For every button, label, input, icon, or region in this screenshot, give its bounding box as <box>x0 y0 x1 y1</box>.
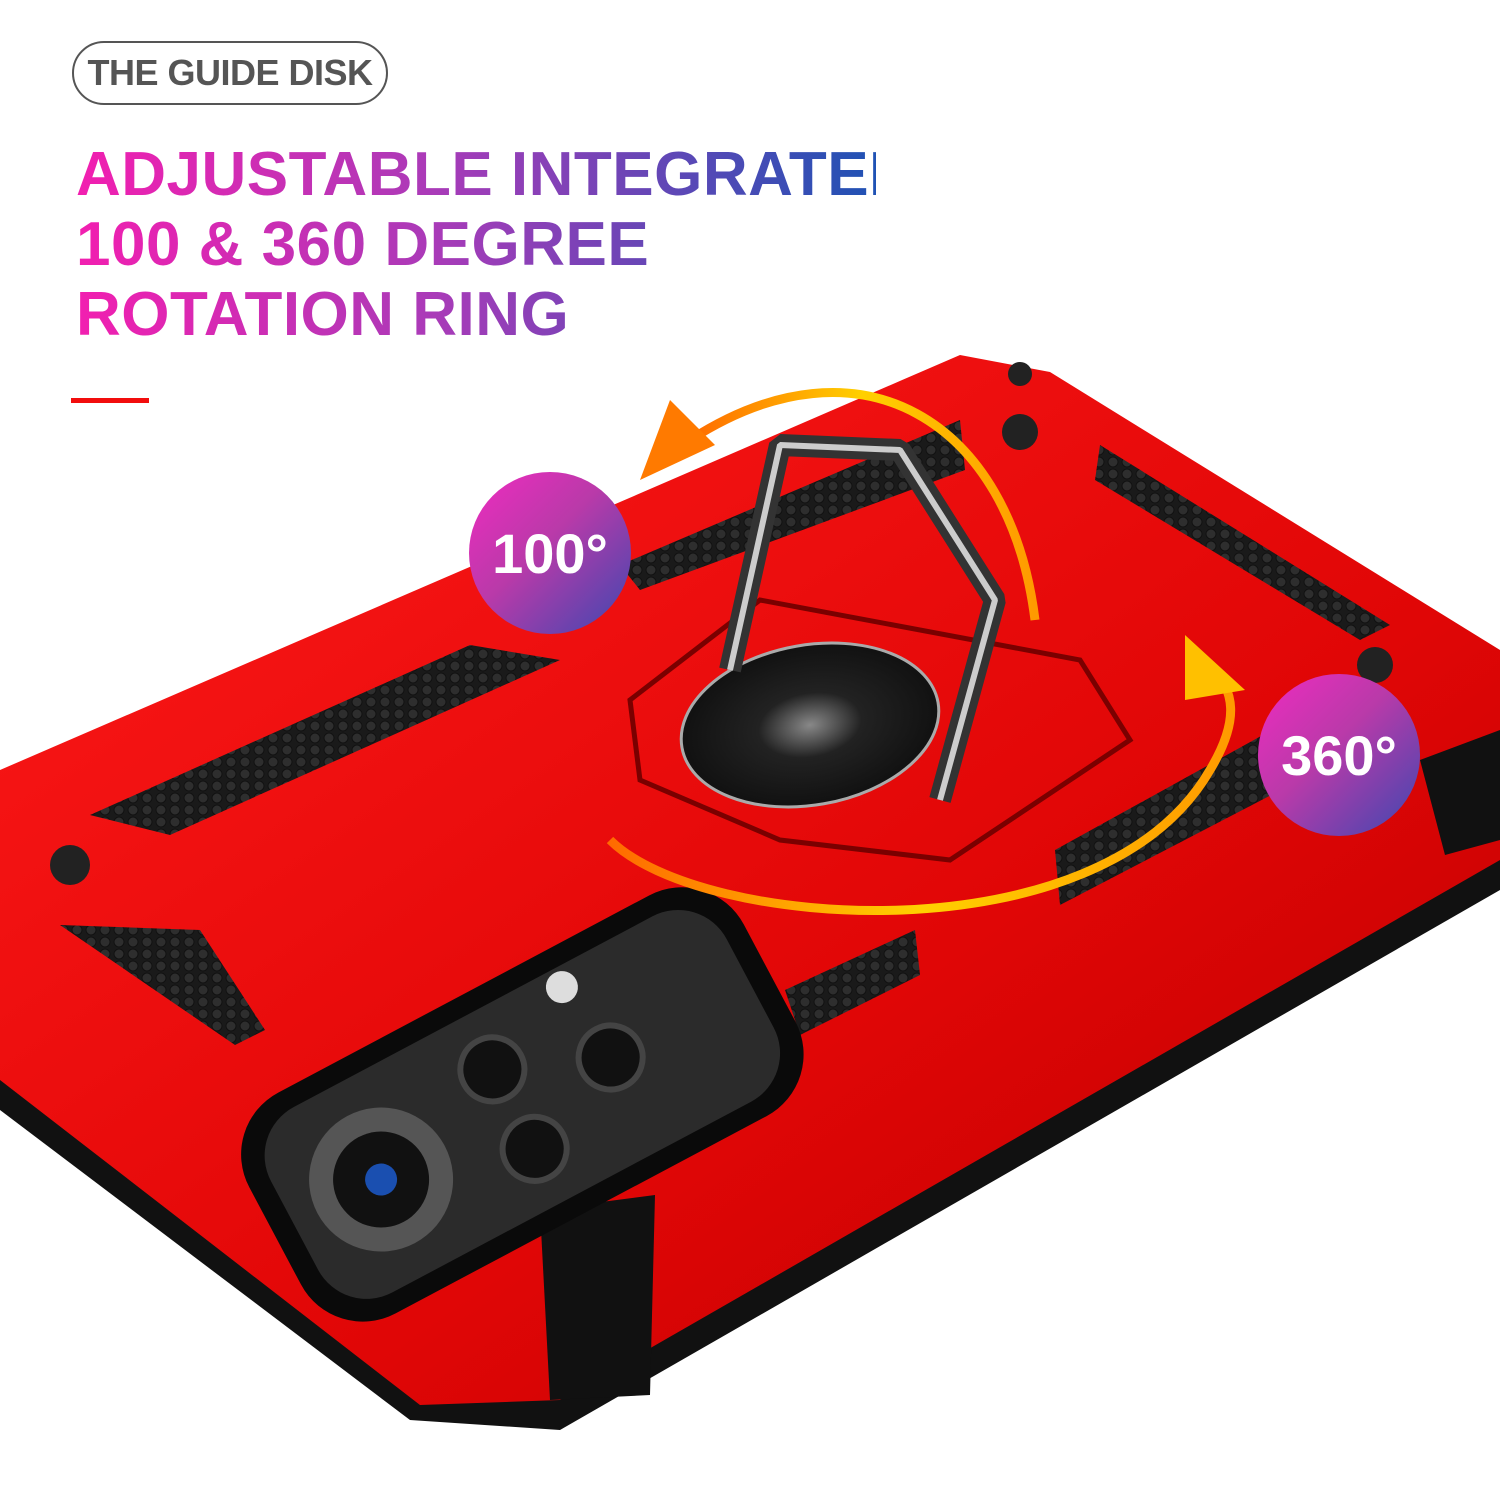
rotation-angle-badge: 360° <box>1258 674 1420 836</box>
headline-line: ROTATION RING <box>76 280 570 349</box>
flash <box>545 971 578 1004</box>
screw <box>1357 647 1393 683</box>
ring-base <box>627 597 1134 863</box>
ring-disk <box>679 641 941 809</box>
tilt-arrow <box>687 388 1040 621</box>
rotation-arrow <box>606 661 1236 916</box>
tilt-angle-badge: 100° <box>469 472 631 634</box>
camera-module <box>241 887 804 1322</box>
grip-strip <box>785 930 920 1035</box>
grip-strip <box>60 925 265 1045</box>
grip-strip <box>620 420 965 590</box>
camera-lens <box>575 1022 646 1093</box>
headline-line: ADJUSTABLE INTEGRATED <box>76 140 915 209</box>
arrow-head-icon <box>640 400 715 480</box>
camera-lens <box>457 1034 528 1105</box>
screw <box>1008 362 1032 386</box>
grip-strip <box>1095 445 1390 640</box>
grip-strip <box>90 645 560 835</box>
corner-bumper <box>1420 730 1500 855</box>
headline-line: 100 & 360 DEGREE <box>76 210 650 279</box>
corner-bumper <box>540 1195 655 1400</box>
arrow-head-icon <box>1185 635 1245 700</box>
camera-lens <box>499 1113 570 1184</box>
screw <box>1002 414 1038 450</box>
headline: ADJUSTABLE INTEGRATED 100 & 360 DEGREE R… <box>76 140 876 350</box>
section-tag: THE GUIDE DISK <box>72 41 388 105</box>
screw <box>50 845 90 885</box>
accent-divider <box>71 398 149 403</box>
